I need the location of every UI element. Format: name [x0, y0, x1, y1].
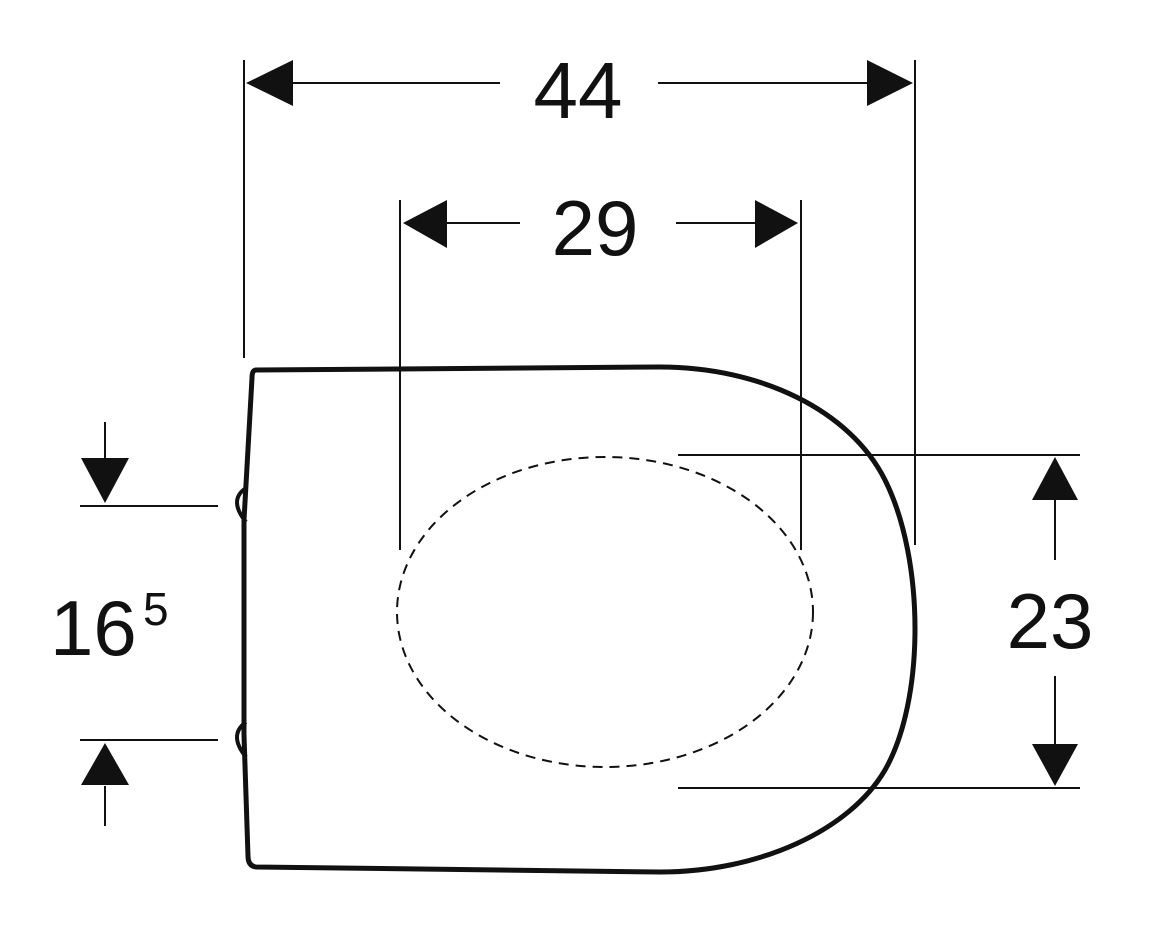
- dimension-opening-length: 23: [678, 454, 1094, 789]
- label-44: 44: [534, 46, 623, 135]
- seat-outline: [241, 364, 918, 875]
- hinge-top: [235, 486, 248, 524]
- hinge-bottom: [235, 720, 248, 759]
- label-23: 23: [1007, 577, 1094, 665]
- seat-opening-dashed: [396, 456, 814, 768]
- label-superscript-5: 5: [143, 583, 169, 635]
- dimension-overall-width: 44: [243, 46, 916, 545]
- label-16: 16: [50, 584, 137, 672]
- label-29: 29: [552, 184, 639, 272]
- dimension-opening-width: 29: [399, 184, 802, 550]
- dimension-hinge-spacing: 16 5: [50, 422, 218, 826]
